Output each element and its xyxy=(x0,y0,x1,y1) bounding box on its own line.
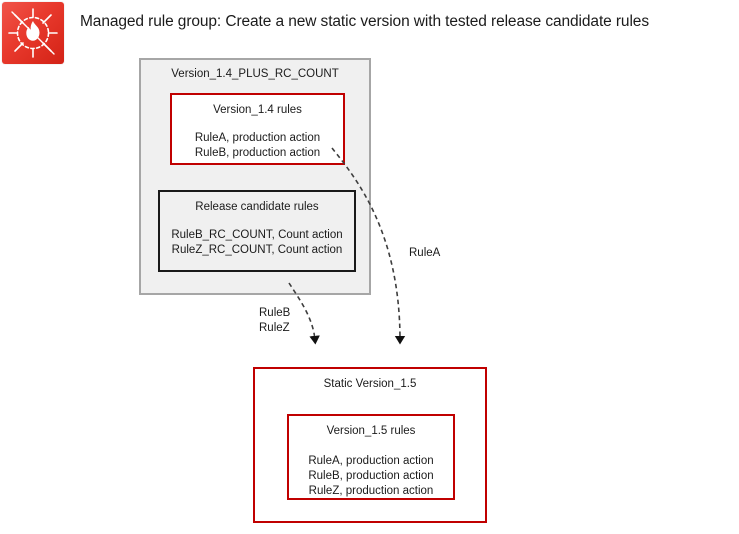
box-version-1-4-rules: Version_1.4 rules RuleA, production acti… xyxy=(170,93,345,165)
list-item: RuleB_RC_COUNT, Count action xyxy=(171,229,343,241)
list-item: RuleB, production action xyxy=(308,470,434,482)
box-version-1-5-rules-list: RuleA, production action RuleB, producti… xyxy=(289,454,453,499)
box-release-candidate-rules-list: RuleB_RC_COUNT, Count action RuleZ_RC_CO… xyxy=(160,228,354,258)
connector-label-ruleb-rulez: RuleB RuleZ xyxy=(259,306,290,336)
box-release-candidate-rules-title: Release candidate rules xyxy=(195,201,319,213)
aws-waf-flame-target-icon xyxy=(2,2,64,64)
box-release-candidate-rules: Release candidate rules RuleB_RC_COUNT, … xyxy=(158,190,356,272)
list-item: RuleZ_RC_COUNT, Count action xyxy=(171,244,343,256)
connector-label-ruleb: RuleB xyxy=(259,307,291,319)
list-item: RuleB, production action xyxy=(194,147,321,159)
box-version-1-4-rules-title: Version_1.4 rules xyxy=(213,104,302,116)
list-item: RuleZ, production action xyxy=(308,485,434,497)
list-item: RuleA, production action xyxy=(308,455,434,467)
connector-label-rulez: RuleZ xyxy=(259,322,290,334)
group-container-label: Version_1.4_PLUS_RC_COUNT xyxy=(171,68,339,80)
box-version-1-5-rules-title: Version_1.5 rules xyxy=(326,425,416,437)
box-version-1-5-rules: Version_1.5 rules RuleA, production acti… xyxy=(287,414,455,500)
target-container-label: Static Version_1.5 xyxy=(323,378,417,390)
box-version-1-4-rules-list: RuleA, production action RuleB, producti… xyxy=(172,131,343,161)
page-title: Managed rule group: Create a new static … xyxy=(80,13,649,30)
connector-label-rulea: RuleA xyxy=(409,247,441,259)
list-item: RuleA, production action xyxy=(194,132,321,144)
